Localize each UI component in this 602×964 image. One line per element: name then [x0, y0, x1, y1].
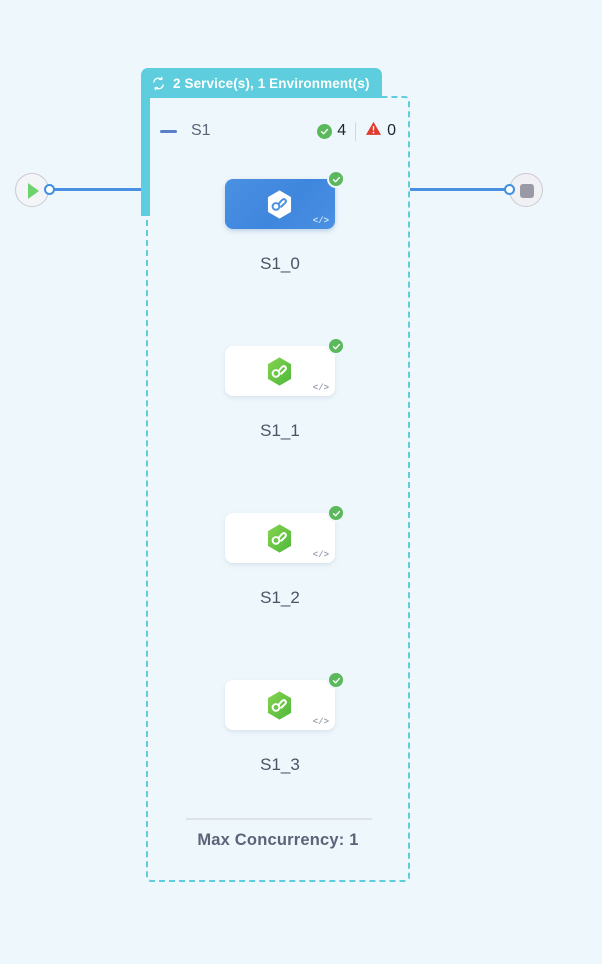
check-circle-icon [327, 504, 345, 522]
group-title-row: S1 4 0 [160, 118, 396, 144]
edge-group-to-end [410, 188, 505, 191]
check-circle-icon [317, 123, 333, 139]
check-circle-icon [327, 337, 345, 355]
refresh-loop-icon [151, 76, 166, 91]
group-title: S1 [191, 122, 211, 139]
check-circle-icon [327, 671, 345, 689]
warning-count: 0 [387, 122, 396, 139]
service-hexagon-icon [263, 355, 296, 388]
code-brackets-icon: </> [312, 717, 329, 727]
task-node-s1-3[interactable]: </> [225, 671, 345, 730]
task-node-label-s1-1: S1_1 [260, 421, 300, 440]
code-brackets-icon: </> [312, 550, 329, 560]
group-counters: 4 0 [317, 120, 396, 142]
warning-triangle-icon [365, 120, 382, 142]
code-brackets-icon: </> [312, 383, 329, 393]
edge-start-to-group [53, 188, 149, 191]
group-header-tab[interactable]: 2 Service(s), 1 Environment(s) [141, 68, 382, 98]
task-node-label-s1-0: S1_0 [260, 254, 300, 273]
check-circle-icon [327, 170, 345, 188]
task-node-label-s1-3: S1_3 [260, 755, 300, 774]
service-hexagon-icon [263, 188, 296, 221]
task-node-s1-1[interactable]: </> [225, 337, 345, 396]
end-node-handle[interactable] [504, 184, 515, 195]
task-node-s1-0[interactable]: </> [225, 170, 345, 229]
service-hexagon-icon [263, 689, 296, 722]
counter-divider [355, 121, 357, 141]
task-node-s1-2[interactable]: </> [225, 504, 345, 563]
footer-divider [186, 818, 372, 820]
stop-icon [520, 184, 534, 198]
group-header-label: 2 Service(s), 1 Environment(s) [173, 75, 370, 91]
warning-counter: 0 [365, 120, 396, 142]
group-spine [141, 96, 150, 216]
play-icon [28, 183, 39, 199]
service-hexagon-icon [263, 522, 296, 555]
task-node-label-s1-2: S1_2 [260, 588, 300, 607]
code-brackets-icon: </> [312, 216, 329, 226]
collapse-minus-icon[interactable] [160, 129, 177, 133]
start-node[interactable] [15, 173, 49, 207]
start-node-handle[interactable] [44, 184, 55, 195]
success-count: 4 [337, 122, 347, 139]
success-counter: 4 [317, 122, 346, 140]
max-concurrency-label: Max Concurrency: 1 [197, 831, 359, 849]
